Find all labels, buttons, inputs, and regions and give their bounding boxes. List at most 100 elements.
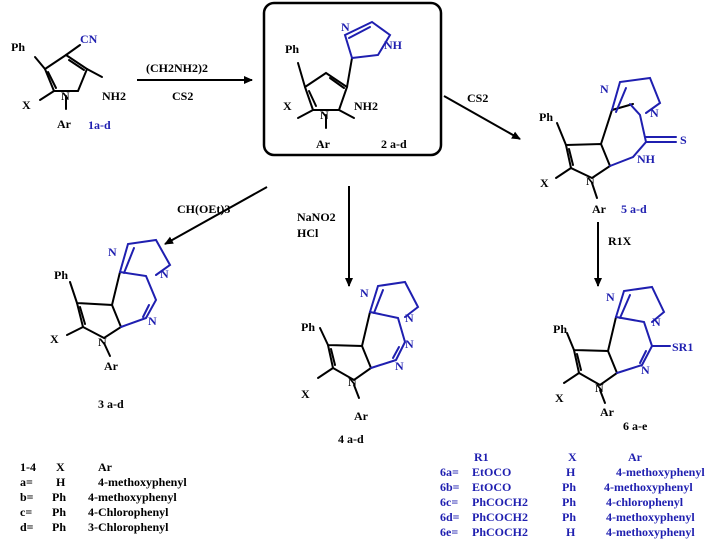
c3-ar: Ar: [104, 359, 119, 373]
table-cell: PhCOCH2: [472, 510, 529, 524]
table-cell: 3-Chlorophenyl: [88, 520, 169, 534]
compound-3-label: 3 a-d: [98, 397, 124, 411]
table-cell: 6b=: [440, 480, 460, 494]
table-cell: H: [566, 525, 576, 539]
compound-6-structure: Ph N N SR1 N X N Ar 6 a-e: [553, 285, 693, 433]
table-cell: EtOCO: [472, 465, 512, 479]
c4-n-ring: N: [405, 311, 414, 325]
table-cell: 4-methoxyphenyl: [606, 510, 695, 524]
c5-x: X: [540, 176, 549, 190]
compound-2-frame: [262, 1, 443, 157]
table-1-4-header: 1-4 X Ar: [20, 460, 220, 475]
c6-n-low: N: [641, 363, 650, 377]
table-row: b= Ph 4-methoxyphenyl: [20, 490, 220, 505]
compound-2-structure: Ph N NH X N NH2 Ar 2 a-d: [283, 20, 407, 151]
table-cell: 4-Chlorophenyl: [88, 505, 169, 519]
c3-n-top: N: [108, 245, 117, 259]
c1-nh2: NH2: [102, 89, 126, 103]
reagent-hcl: HCl: [297, 226, 319, 240]
table-6-col-x: X: [568, 450, 577, 464]
c4-ph: Ph: [301, 320, 315, 334]
table-cell: EtOCO: [472, 480, 512, 494]
c3-n-mid: N: [160, 267, 169, 281]
c6-ph: Ph: [553, 322, 567, 336]
substituent-table-1-4: 1-4 X Ar a= H 4-methoxyphenyl b= Ph 4-me…: [20, 460, 220, 544]
table-cell: c=: [20, 505, 33, 519]
reagent-nano2: NaNO2: [297, 210, 336, 224]
table-cell: PhCOCH2: [472, 525, 529, 539]
table-cell: Ph: [52, 520, 67, 534]
table-cell: b=: [20, 490, 34, 504]
c3-ph: Ph: [54, 268, 68, 282]
c1-ar: Ar: [57, 117, 72, 131]
compound-2-label: 2 a-d: [381, 137, 407, 151]
c4-n-low: N: [395, 359, 404, 373]
c5-n: N: [586, 174, 595, 188]
c5-ph: Ph: [539, 110, 553, 124]
arrow-2-to-3: [164, 186, 268, 245]
table-cell: 4-methoxyphenyl: [88, 490, 177, 504]
c2-n-ring: N: [341, 20, 350, 34]
table-cell: 6e=: [440, 525, 459, 539]
c3-x: X: [50, 332, 59, 346]
table-row: d= Ph 3-Chlorophenyl: [20, 520, 220, 535]
table-cell: H: [566, 465, 576, 479]
c2-x: X: [283, 99, 292, 113]
c3-n: N: [98, 335, 107, 349]
table-cell: Ph: [562, 495, 577, 509]
table-row: 6e= PhCOCH2 H 4-methoxyphenyl: [440, 525, 724, 540]
c6-sr1: SR1: [672, 340, 693, 354]
compound-3-structure: Ph N N N X N Ar 3 a-d: [50, 238, 172, 411]
compound-1-label: 1a-d: [88, 118, 111, 132]
table-cell: 4-methoxyphenyl: [604, 480, 693, 494]
compound-5-structure: Ph N N S NH X N Ar 5 a-d: [539, 76, 687, 216]
table-cell: H: [56, 475, 66, 489]
c5-nh: NH: [637, 152, 656, 166]
table-cell: PhCOCH2: [472, 495, 529, 509]
table-row: 6d= PhCOCH2 Ph 4-methoxyphenyl: [440, 510, 724, 525]
compound-5-label: 5 a-d: [621, 202, 647, 216]
reagent-cs2-right: CS2: [467, 91, 488, 105]
c4-n-top: N: [360, 286, 369, 300]
table-6-col-r1: R1: [474, 450, 489, 464]
table-cell: 6a=: [440, 465, 459, 479]
c5-n-mid: N: [650, 106, 659, 120]
reagent-ethylenediamine: (CH2NH2)2: [146, 61, 208, 75]
c6-n-top: N: [606, 290, 615, 304]
c3-n-low: N: [148, 314, 157, 328]
table-cell: Ph: [562, 510, 577, 524]
c6-ar: Ar: [600, 405, 615, 419]
table-6-header: R1 X Ar: [440, 450, 724, 465]
compound-4-label: 4 a-d: [338, 432, 364, 446]
table-cell: 6c=: [440, 495, 459, 509]
c4-n-mid: N: [405, 337, 414, 351]
table-row: a= H 4-methoxyphenyl: [20, 475, 220, 490]
table-row: c= Ph 4-Chlorophenyl: [20, 505, 220, 520]
c2-ph: Ph: [285, 42, 299, 56]
table-1-4-col-id: 1-4: [20, 460, 36, 474]
c4-ar: Ar: [354, 409, 369, 423]
table-1-4-col-ar: Ar: [98, 460, 112, 474]
c1-x: X: [22, 98, 31, 112]
table-cell: Ph: [52, 505, 67, 519]
substituent-table-6: R1 X Ar 6a= EtOCO H 4-methoxyphenyl 6b= …: [440, 450, 724, 548]
table-6-col-ar: Ar: [628, 450, 642, 464]
table-cell: 4-methoxyphenyl: [98, 475, 187, 489]
compound-4-structure: Ph N N N N X N Ar 4 a-d: [301, 280, 420, 446]
table-cell: 4-methoxyphenyl: [616, 465, 705, 479]
table-cell: 4-methoxyphenyl: [606, 525, 695, 539]
c2-n: N: [320, 108, 329, 122]
table-row: 6b= EtOCO Ph 4-methoxyphenyl: [440, 480, 724, 495]
c2-ar: Ar: [316, 137, 331, 151]
table-cell: d=: [20, 520, 34, 534]
c4-n: N: [348, 375, 357, 389]
table-row: 6a= EtOCO H 4-methoxyphenyl: [440, 465, 724, 480]
c2-nh: NH: [384, 38, 403, 52]
table-cell: 6d=: [440, 510, 460, 524]
c2-nh2: NH2: [354, 99, 378, 113]
c1-ph: Ph: [11, 40, 25, 54]
reagent-orthoformate: CH(OEt)3: [177, 202, 230, 216]
reagent-cs2-top: CS2: [172, 89, 193, 103]
table-cell: Ph: [52, 490, 67, 504]
